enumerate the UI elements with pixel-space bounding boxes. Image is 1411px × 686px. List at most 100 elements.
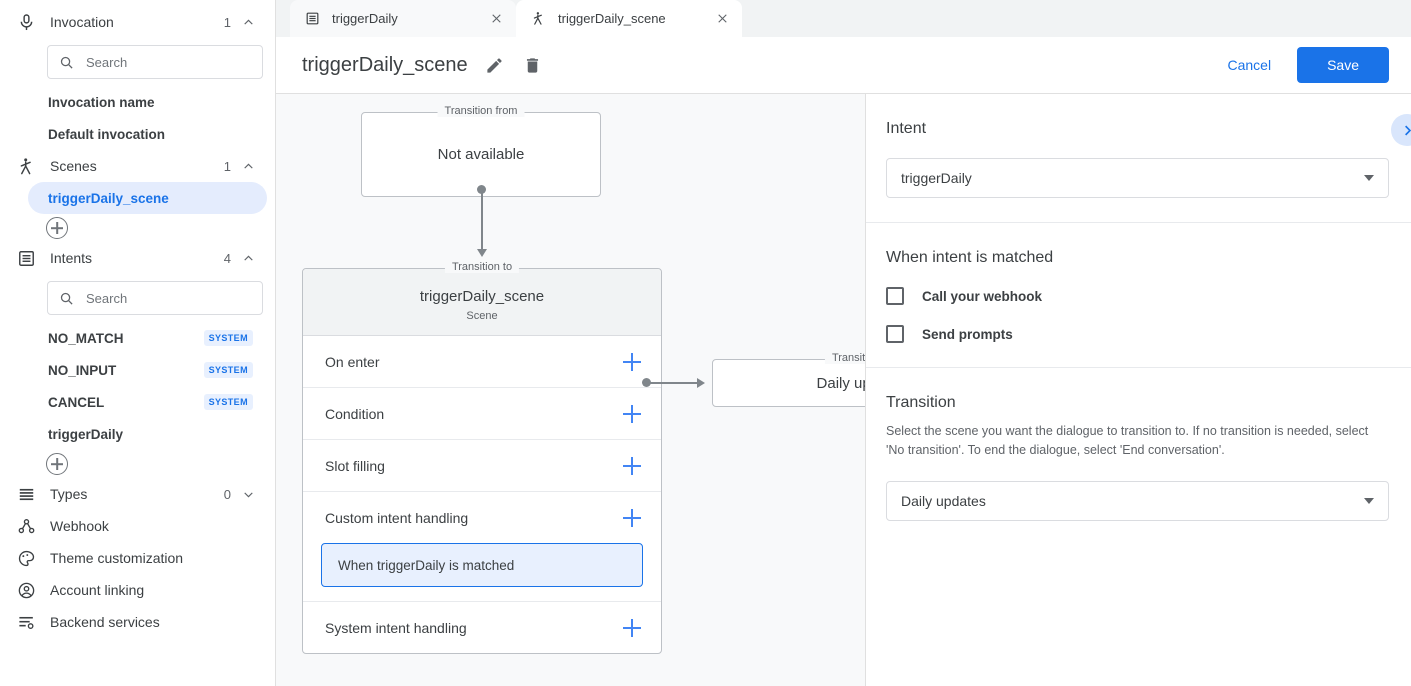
- add-system-intent-handling-icon[interactable]: [623, 619, 641, 637]
- panel-section-when-intent-matched: When intent is matched Call your webhook…: [866, 223, 1411, 368]
- close-icon[interactable]: [714, 11, 730, 27]
- transition-from-value: Not available: [437, 146, 525, 163]
- scene-row-top: Condition: [303, 388, 661, 439]
- send-prompts-checkbox[interactable]: [886, 325, 904, 343]
- sidebar-section-types[interactable]: Types 0: [0, 478, 275, 510]
- add-custom-intent-handling-icon[interactable]: [623, 509, 641, 527]
- sidebar-item-label: NO_INPUT: [48, 362, 117, 378]
- sidebar-item-label: Webhook: [50, 518, 109, 534]
- intent-handler-chip[interactable]: When triggerDaily is matched: [321, 543, 643, 587]
- intents-icon: [304, 10, 321, 27]
- sidebar-section-scenes[interactable]: Scenes 1: [0, 150, 275, 182]
- tab-triggerdaily-scene[interactable]: triggerDaily_scene: [516, 0, 742, 37]
- sidebar: Invocation 1 Search Invocation name Defa…: [0, 0, 276, 686]
- transition-heading: Transition: [886, 394, 956, 411]
- sidebar-section-count: 1: [223, 14, 231, 30]
- add-intent-icon[interactable]: [46, 453, 68, 475]
- connector-line: [481, 190, 483, 252]
- connector-arrow: [697, 377, 705, 388]
- intent-heading: Intent: [886, 120, 927, 137]
- intent-select-value: triggerDaily: [901, 170, 972, 186]
- scene-icon: [530, 10, 547, 27]
- chevron-down-icon[interactable]: [241, 487, 255, 501]
- tab-bar-spacer: [742, 0, 1411, 37]
- transition-to-scene-node[interactable]: Transition to triggerDaily_scene Scene O…: [302, 261, 662, 654]
- sidebar-section-count: 4: [223, 250, 231, 266]
- sidebar-item-triggerdaily-scene[interactable]: triggerDaily_scene: [28, 182, 267, 214]
- call-your-webhook-checkbox[interactable]: [886, 287, 904, 305]
- when-matched-heading: When intent is matched: [886, 249, 1054, 266]
- tab-triggerdaily[interactable]: triggerDaily: [290, 0, 516, 37]
- sidebar-item-label: triggerDaily: [48, 426, 124, 442]
- panel-section-transition: Transition Select the scene you want the…: [866, 368, 1411, 545]
- add-on-enter-icon[interactable]: [623, 353, 641, 371]
- transition-select[interactable]: Daily updates: [886, 480, 1389, 521]
- scene-canvas[interactable]: Transition from Not available Transition…: [276, 94, 865, 686]
- sidebar-section-count: 1: [223, 158, 231, 174]
- scene-row-custom-intent-handling: Custom intent handling When triggerDaily…: [303, 492, 661, 602]
- add-intent-row: [0, 450, 275, 478]
- sidebar-item-default-invocation[interactable]: Default invocation: [28, 118, 267, 150]
- transition-from-legend: Transition from: [437, 105, 525, 117]
- sidebar-item-backend-services[interactable]: Backend services: [0, 606, 275, 638]
- transition-to-legend: Transition to: [444, 261, 520, 273]
- scene-row-condition: Condition: [303, 388, 661, 440]
- main-area: triggerDaily triggerDaily_scene: [276, 0, 1411, 686]
- add-condition-icon[interactable]: [623, 405, 641, 423]
- body: Transition from Not available Transition…: [276, 94, 1411, 686]
- pencil-icon[interactable]: [484, 54, 506, 76]
- sidebar-item-cancel[interactable]: CANCEL SYSTEM: [28, 386, 267, 418]
- sidebar-item-label: triggerDaily_scene: [48, 190, 169, 206]
- sidebar-item-webhook[interactable]: Webhook: [0, 510, 275, 542]
- scene-row-label: Slot filling: [325, 457, 385, 474]
- scene-row-top: System intent handling: [303, 602, 661, 653]
- transition-description: Select the scene you want the dialogue t…: [886, 424, 1369, 458]
- add-scene-icon[interactable]: [46, 217, 68, 239]
- send-prompts-checkbox-row[interactable]: Send prompts: [886, 325, 1389, 343]
- backend-services-icon: [14, 610, 38, 634]
- chevron-up-icon[interactable]: [241, 15, 255, 29]
- scene-node-name: triggerDaily_scene: [419, 288, 545, 305]
- add-slot-filling-icon[interactable]: [623, 457, 641, 475]
- chevron-right-icon[interactable]: [1391, 114, 1411, 146]
- sidebar-item-label: NO_MATCH: [48, 330, 124, 346]
- sidebar-item-no-input[interactable]: NO_INPUT SYSTEM: [28, 354, 267, 386]
- sidebar-section-label: Types: [50, 486, 88, 502]
- sidebar-item-triggerdaily[interactable]: triggerDaily: [28, 418, 267, 450]
- sidebar-item-account-linking[interactable]: Account linking: [0, 574, 275, 606]
- chevron-down-icon: [1364, 497, 1374, 504]
- sidebar-section-intents[interactable]: Intents 4: [0, 242, 275, 274]
- scene-row-slot-filling: Slot filling: [303, 440, 661, 492]
- webhook-icon: [14, 514, 38, 538]
- connector-dot: [642, 378, 651, 387]
- page-header: triggerDaily_scene Cancel Save: [276, 37, 1411, 94]
- trash-icon[interactable]: [522, 54, 544, 76]
- sidebar-section-invocation[interactable]: Invocation 1: [0, 6, 275, 38]
- sidebar-item-label: Default invocation: [48, 126, 166, 142]
- intents-search-input[interactable]: Search: [47, 281, 263, 315]
- intent-select[interactable]: triggerDaily: [886, 158, 1389, 198]
- chevron-up-icon[interactable]: [241, 159, 255, 173]
- status-badge: SYSTEM: [203, 330, 253, 346]
- sidebar-item-label: Theme customization: [50, 550, 184, 566]
- search-placeholder: Search: [86, 290, 128, 306]
- transition-from-node[interactable]: Transition from Not available: [361, 105, 601, 197]
- chevron-down-icon: [1364, 175, 1374, 181]
- panel-section-intent: Intent triggerDaily: [866, 94, 1411, 223]
- close-icon[interactable]: [488, 11, 504, 27]
- transition-target-node[interactable]: Transition to Daily updates: [712, 352, 865, 407]
- checkbox-label: Call your webhook: [922, 288, 1043, 304]
- save-button[interactable]: Save: [1297, 47, 1389, 83]
- sidebar-item-invocation-name[interactable]: Invocation name: [28, 86, 267, 118]
- chevron-up-icon[interactable]: [241, 251, 255, 265]
- sidebar-item-theme-customization[interactable]: Theme customization: [0, 542, 275, 574]
- call-your-webhook-checkbox-row[interactable]: Call your webhook: [886, 287, 1389, 305]
- transition-target-value: Daily updates: [816, 374, 865, 392]
- invocation-search-input[interactable]: Search: [47, 45, 263, 79]
- sidebar-item-no-match[interactable]: NO_MATCH SYSTEM: [28, 322, 267, 354]
- scene-row-label: System intent handling: [325, 619, 467, 636]
- scene-row-label: Condition: [325, 405, 385, 422]
- tab-bar: triggerDaily triggerDaily_scene: [276, 0, 1411, 37]
- sidebar-section-label: Invocation: [50, 14, 114, 30]
- cancel-button[interactable]: Cancel: [1213, 48, 1285, 82]
